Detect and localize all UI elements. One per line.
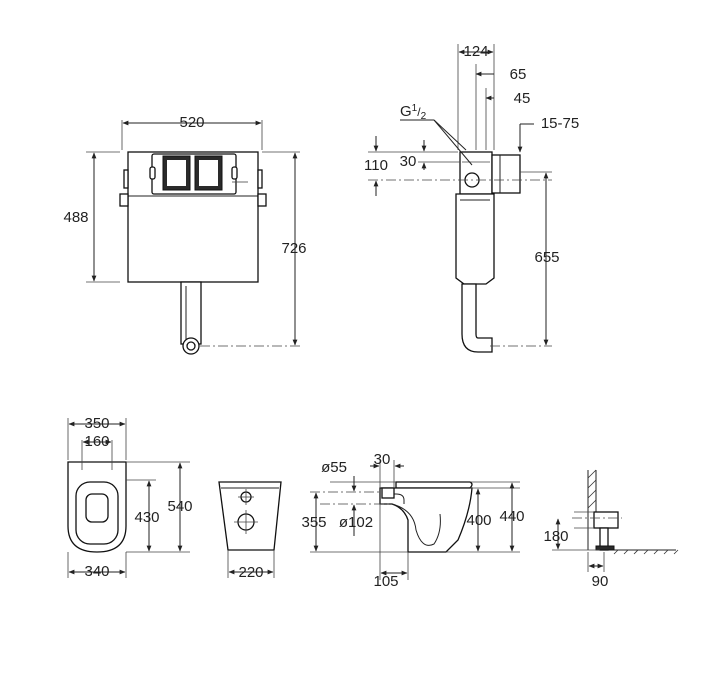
cistern-front-view: 520 488 726 xyxy=(63,114,307,355)
thread-denominator: 2 xyxy=(421,111,427,122)
dim-90: 90 xyxy=(592,573,609,590)
bowl-top-view: 350 160 430 540 340 xyxy=(67,415,193,580)
dim-65: 65 xyxy=(510,66,527,83)
bowl-side-view: ø55 30 355 ø102 400 440 105 xyxy=(301,451,524,590)
dim-488: 488 xyxy=(63,209,88,226)
dim-105: 105 xyxy=(373,573,398,590)
dim-355: 355 xyxy=(301,514,326,531)
dim-30-side: 30 xyxy=(400,153,417,170)
thread-numerator: 1 xyxy=(412,103,418,114)
flush-pipe xyxy=(180,281,202,345)
dim-520: 520 xyxy=(179,114,204,131)
dim-540: 540 xyxy=(167,498,192,515)
cistern-tank-side xyxy=(455,193,495,285)
dim-400: 400 xyxy=(466,512,491,529)
dim-340: 340 xyxy=(84,563,109,580)
dim-180: 180 xyxy=(543,528,568,545)
dim-124: 124 xyxy=(463,43,488,60)
dim-430: 430 xyxy=(134,509,159,526)
inlet-connector xyxy=(491,154,521,194)
thread-label: G1/2 xyxy=(400,103,427,122)
dim-350: 350 xyxy=(84,415,109,432)
dim-45: 45 xyxy=(514,90,531,107)
dim-160: 160 xyxy=(84,433,109,450)
dim-dia102: ø102 xyxy=(339,514,373,531)
dim-220: 220 xyxy=(238,564,263,581)
dim-655: 655 xyxy=(534,249,559,266)
dim-30-bowl: 30 xyxy=(374,451,391,468)
flush-pipe-side xyxy=(461,283,493,353)
seat-side xyxy=(395,481,473,489)
fixing-detail-view: 180 90 xyxy=(543,469,679,590)
dim-dia55: ø55 xyxy=(321,459,347,476)
dim-726: 726 xyxy=(281,240,306,257)
thread-g: G xyxy=(400,103,412,120)
dim-440: 440 xyxy=(499,508,524,525)
bowl-back-view: 220 xyxy=(218,481,282,581)
inlet-valve-housing xyxy=(459,151,493,195)
cistern-side-view: 124 65 45 G1/2 15-75 110 30 655 xyxy=(364,43,579,353)
bowl-opening-top xyxy=(85,493,109,523)
dim-110: 110 xyxy=(364,157,388,174)
dim-15-75: 15-75 xyxy=(541,115,579,132)
